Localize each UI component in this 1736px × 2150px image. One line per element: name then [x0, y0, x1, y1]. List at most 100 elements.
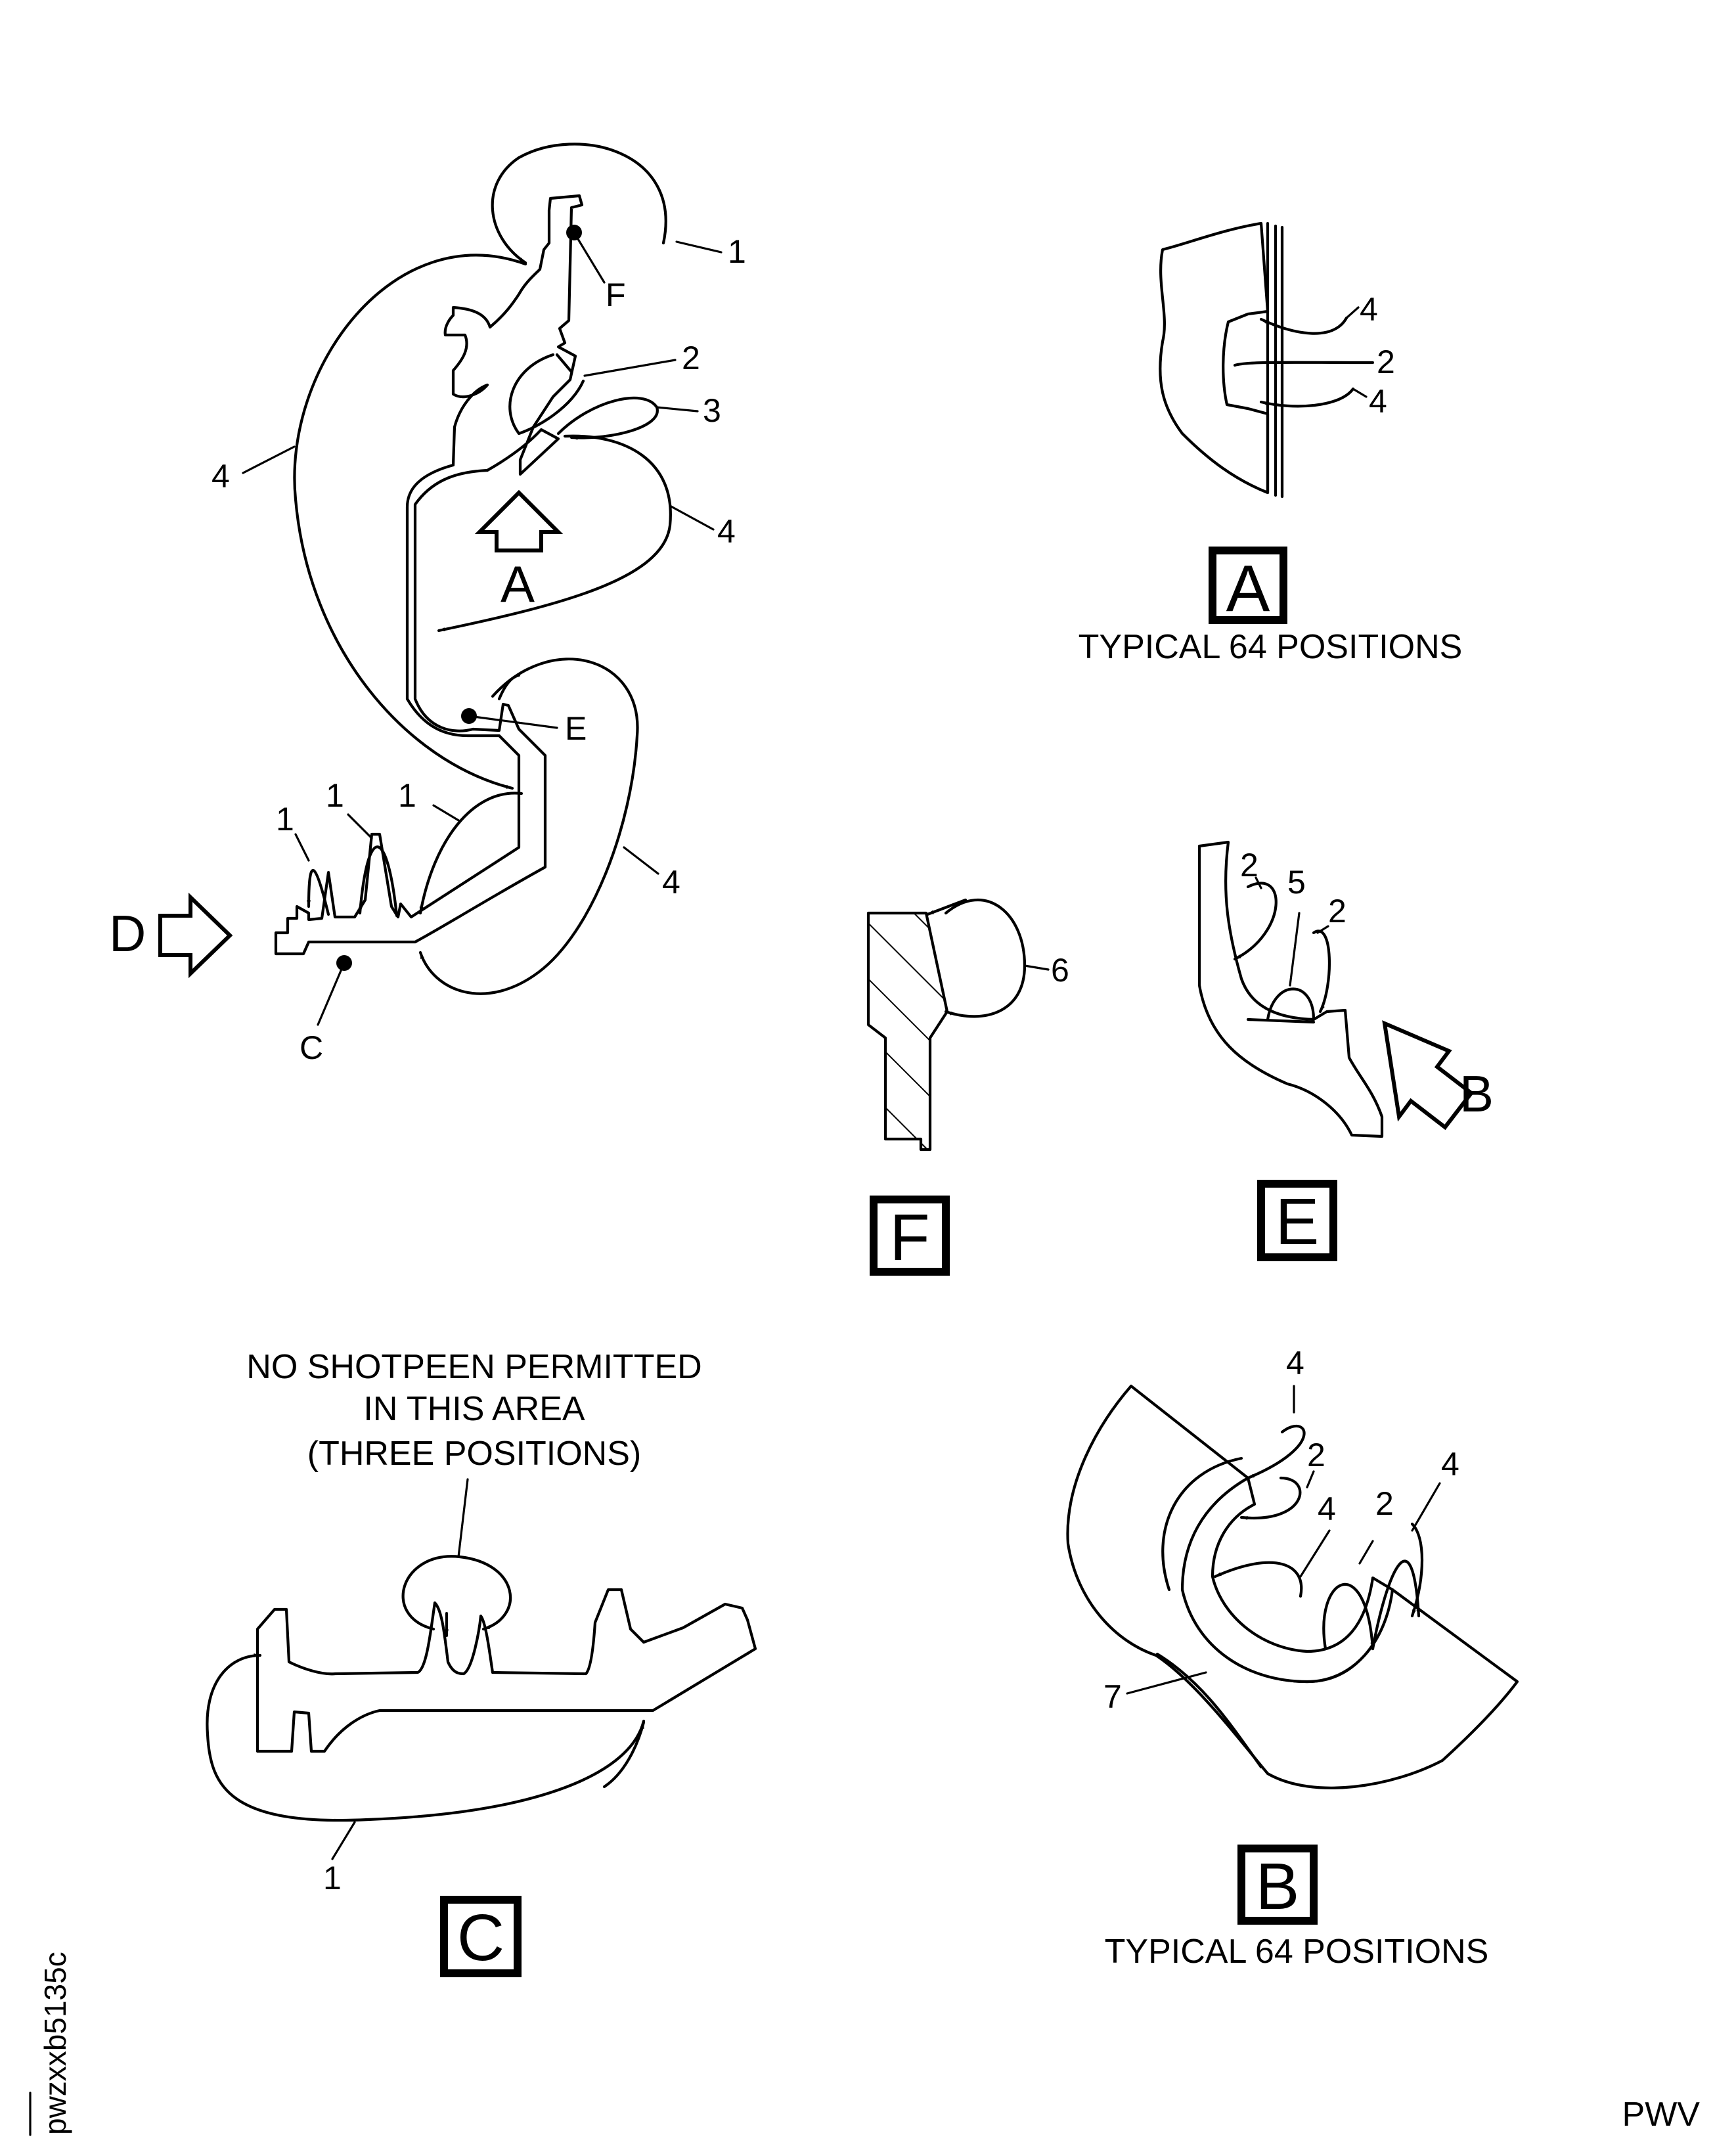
view-b-loop-4-right [1371, 1559, 1421, 1651]
view-e-callout-2-right: 2 [1328, 893, 1347, 929]
main-view: 1 2 3 4 4 4 1 1 1 F E C A D [109, 143, 746, 1066]
view-b-line-7 [1155, 1652, 1263, 1769]
leader-2-top [583, 359, 677, 377]
leader-1-tooth-b [347, 813, 373, 840]
view-c-loop-no-shotpeen [401, 1555, 512, 1631]
view-b-callout-4-right: 4 [1441, 1446, 1459, 1483]
marker-f-label: F [606, 277, 626, 313]
view-e-leader-5 [1289, 912, 1301, 987]
view-c-note-line-2: IN THIS AREA [363, 1390, 585, 1428]
view-f-callout-6: 6 [1051, 952, 1069, 989]
view-e-leader-2-right [1316, 925, 1329, 934]
view-c-loop-1-end [602, 1720, 646, 1789]
disk-inner-line [555, 353, 573, 374]
callout-4-right-upper: 4 [717, 513, 736, 550]
view-b-leader-4-mid [1299, 1529, 1331, 1578]
loop-1-tooth-a [307, 869, 330, 916]
view-f-title: F [889, 1201, 929, 1274]
view-b-loop-2-right [1322, 1582, 1375, 1651]
view-a-leader-4-upper [1345, 306, 1360, 319]
loop-3-top [556, 396, 659, 440]
view-c-note-leader [457, 1478, 469, 1558]
view-e-title-box [1257, 1180, 1337, 1261]
view-a-loop-4-upper [1259, 316, 1348, 335]
view-e-callout-2-left: 2 [1240, 847, 1258, 884]
view-b-leader-2-upper [1306, 1470, 1315, 1489]
view-b-loop-4-mid [1213, 1561, 1303, 1598]
view-a-part [1159, 221, 1270, 495]
loop-1-tooth-b [358, 845, 399, 918]
callout-1-tooth-b: 1 [326, 777, 344, 814]
view-b-loop-4-right-b [1410, 1522, 1424, 1618]
footer-code: PWV [1622, 2095, 1701, 2134]
view-b-leader-2-right [1358, 1540, 1374, 1565]
leader-4-right-upper [669, 504, 715, 531]
view-b-callout-4-top: 4 [1286, 1345, 1304, 1381]
view-a-callout-4-upper: 4 [1360, 291, 1378, 328]
view-e-loop-2-left [1233, 882, 1278, 961]
view-c-note-line-1: NO SHOTPEEN PERMITTED [246, 1348, 701, 1386]
view-f-loop-6-start [925, 898, 968, 916]
view-e-loop-5 [1266, 987, 1316, 1021]
view-b-leader-4-right [1411, 1482, 1441, 1532]
view-a-title-box [1209, 547, 1287, 624]
view-a-loop-4-lower [1259, 387, 1355, 408]
view-f-title-box [870, 1196, 950, 1276]
view-c-title: C [457, 1901, 504, 1975]
view-f-part [866, 911, 949, 1152]
view-e-callout-5: 5 [1287, 864, 1306, 901]
callout-4-right-lower: 4 [662, 864, 680, 901]
view-c-loop-1 [206, 1653, 646, 1822]
view-b-loop-top-arc [1161, 1456, 1243, 1592]
view-b-callout-4-mid: 4 [1318, 1490, 1336, 1527]
callout-2-top: 2 [682, 340, 700, 376]
leader-c [317, 962, 345, 1026]
loop-2-top [508, 353, 585, 436]
leader-1-tooth-a [294, 833, 310, 862]
view-b-callout-2-right: 2 [1375, 1485, 1394, 1522]
view-b-loop-2-upper [1239, 1476, 1302, 1520]
view-a: 4 2 4 A TYPICAL 64 POSITIONS [1079, 221, 1463, 666]
callout-1-top: 1 [728, 233, 746, 270]
view-a-callout-2: 2 [1377, 344, 1395, 380]
view-e-loop-2-right [1312, 929, 1331, 1014]
figure-id: pwzxxb5135c [38, 1952, 72, 2135]
view-e-inner-line [1246, 1018, 1316, 1024]
leader-4-right-lower [623, 846, 659, 875]
view-c-part [256, 1588, 757, 1753]
view-arrow-a-label: A [501, 555, 535, 613]
marker-c-label: C [300, 1029, 323, 1066]
loop-4-right-upper [437, 434, 672, 633]
view-a-caption: TYPICAL 64 POSITIONS [1079, 628, 1463, 666]
view-c-leader-1 [331, 1821, 356, 1860]
view-b-callout-7: 7 [1103, 1678, 1122, 1715]
view-e-leader-2-left [1255, 876, 1262, 889]
view-e-arrow-b-label: B [1459, 1065, 1494, 1123]
view-arrow-a-icon [474, 489, 564, 552]
loop-4-left [293, 254, 527, 790]
leader-3-top [656, 406, 699, 413]
view-arrow-d-icon [158, 892, 233, 979]
view-e-title: E [1276, 1185, 1320, 1259]
leader-1-top [675, 240, 723, 254]
view-c: NO SHOTPEEN PERMITTED IN THIS AREA (THRE… [206, 1348, 757, 1977]
view-a-leader-4-lower [1352, 388, 1368, 398]
view-b: 4 2 4 2 4 7 B TYPICAL 64 POSITIONS [1066, 1345, 1519, 1971]
callout-1-tooth-a: 1 [276, 801, 294, 838]
view-b-inner-part [1180, 1476, 1394, 1684]
view-e-part [1197, 840, 1384, 1138]
view-b-title-box [1237, 1845, 1318, 1925]
view-c-title-box [440, 1896, 522, 1977]
loop-4-right-lower [418, 658, 639, 995]
marker-e-label: E [565, 710, 587, 747]
view-b-callout-2-upper: 2 [1307, 1437, 1325, 1473]
view-b-title: B [1256, 1850, 1300, 1923]
callout-3-top: 3 [703, 392, 721, 429]
view-e-arrow-b-icon [1382, 1020, 1475, 1131]
loop-1-top [491, 143, 667, 265]
view-b-caption: TYPICAL 64 POSITIONS [1105, 1933, 1489, 1971]
view-f-leader-6 [1023, 964, 1050, 971]
view-c-note-line-3: (THREE POSITIONS) [307, 1435, 641, 1473]
